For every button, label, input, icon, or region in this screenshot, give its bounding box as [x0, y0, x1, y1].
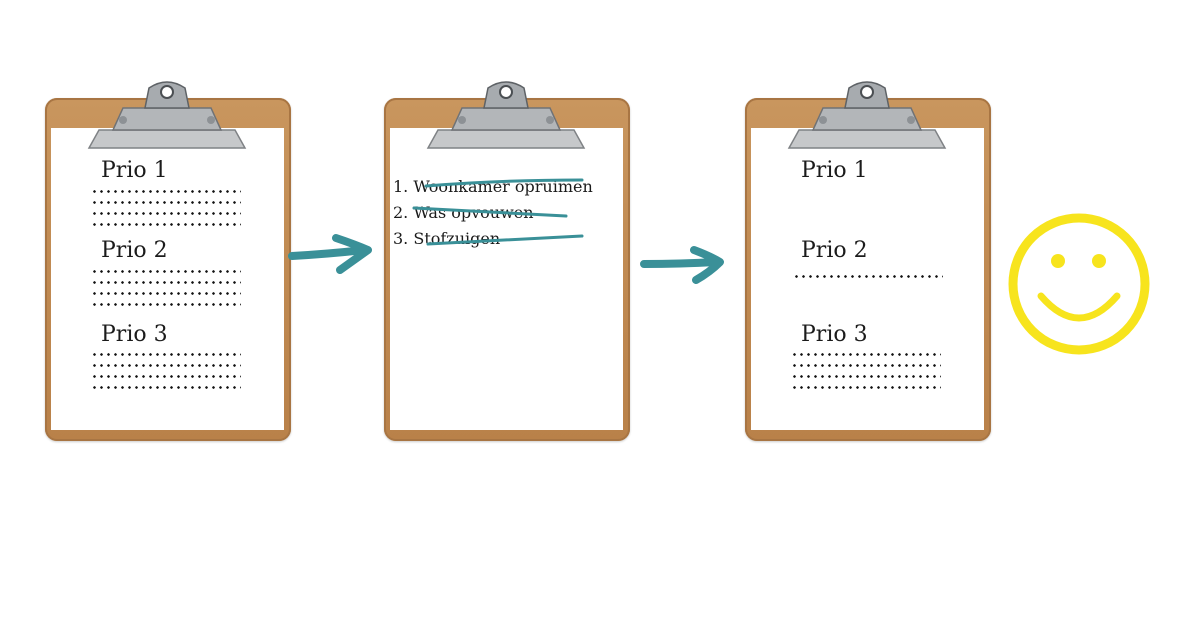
arrow-right-icon	[640, 246, 724, 284]
prio-3-heading: Prio 3	[101, 322, 168, 347]
clipboard-3: Prio 1 Prio 2 Prio 3	[745, 81, 991, 441]
clipboard-1: Prio 1 Prio 2 Prio 3	[45, 81, 291, 441]
prio-2-heading: Prio 2	[801, 238, 868, 263]
clipboard-1-paper: Prio 1 Prio 2 Prio 3	[51, 128, 284, 430]
task-number: 3.	[393, 229, 409, 248]
prio-3-dots	[91, 349, 241, 393]
clipboard-clip-icon	[426, 81, 586, 149]
clipboard-2: 1. Woonkamer opruimen 2. Was opvouwen 3.…	[384, 81, 630, 441]
prio-1-dots	[91, 186, 241, 230]
prio-2-dots	[793, 271, 943, 282]
prio-2-heading: Prio 2	[101, 238, 168, 263]
arrow-right-icon	[288, 234, 372, 274]
clipboard-2-paper: 1. Woonkamer opruimen 2. Was opvouwen 3.…	[390, 128, 623, 430]
task-number: 1.	[393, 177, 409, 196]
smiley-face-icon	[1008, 213, 1150, 355]
prio-3-dots	[791, 349, 941, 393]
task-number: 2.	[393, 203, 409, 222]
prio-2-dots	[91, 266, 241, 310]
prio-1-heading: Prio 1	[801, 158, 868, 183]
clipboard-clip-icon	[87, 81, 247, 149]
clipboard-3-paper: Prio 1 Prio 2 Prio 3	[751, 128, 984, 430]
prio-3-heading: Prio 3	[801, 322, 868, 347]
clipboard-clip-icon	[787, 81, 947, 149]
prio-1-heading: Prio 1	[101, 158, 168, 183]
strikethrough-marks	[412, 178, 584, 246]
